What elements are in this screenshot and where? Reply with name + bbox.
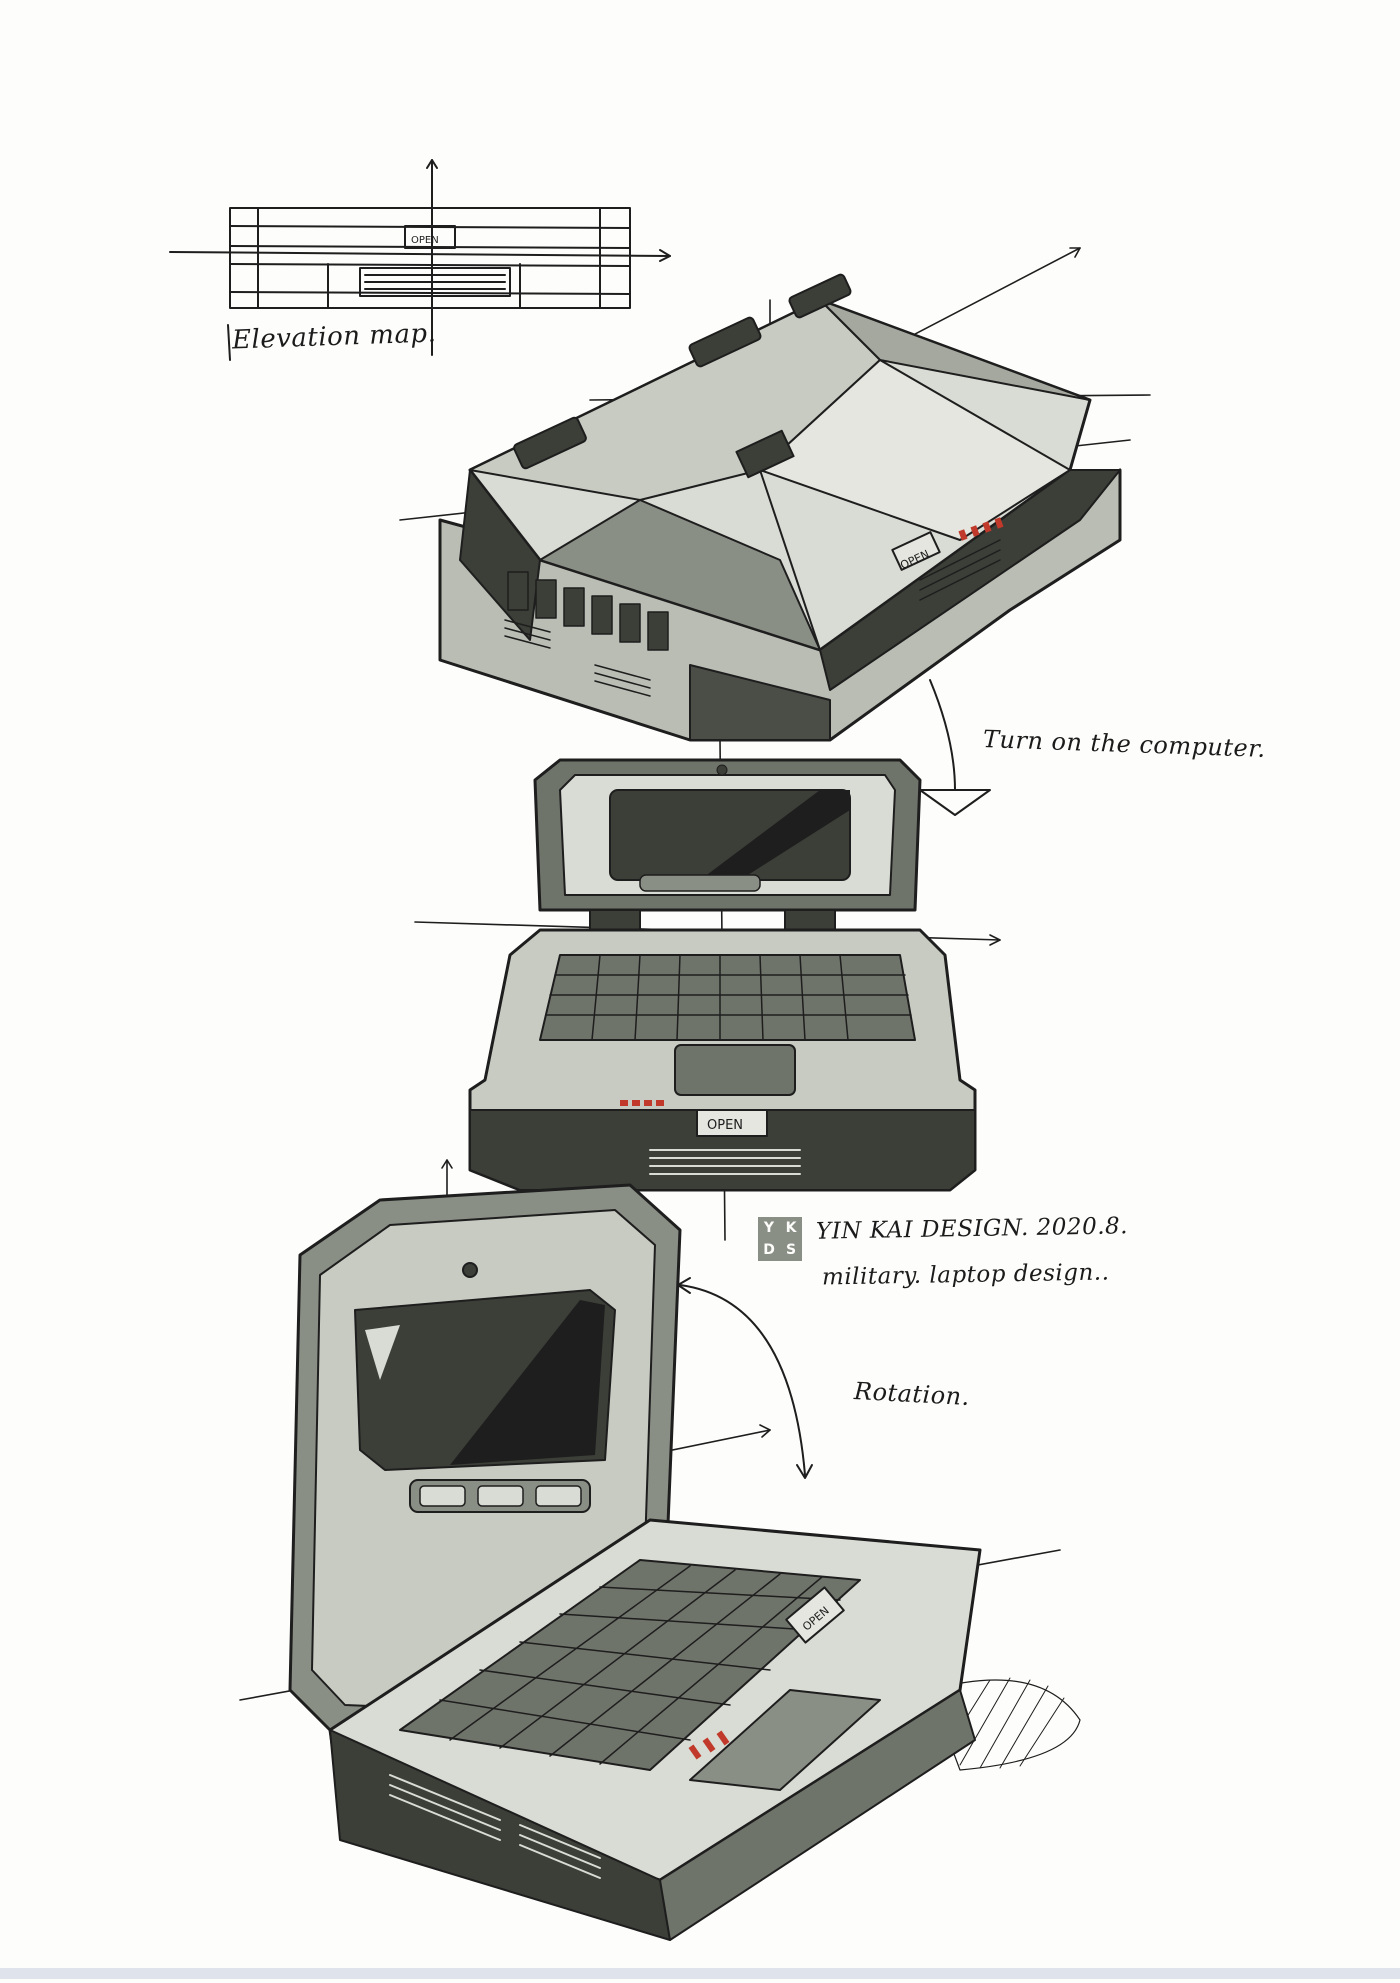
logo-letter: S	[785, 1242, 797, 1258]
elevation-open-label: OPEN	[411, 235, 439, 246]
logo-letter: Y	[763, 1220, 775, 1236]
rotation-arrow	[679, 1284, 806, 1476]
closed-laptop-drawing	[399, 247, 1151, 742]
project-description: military. laptop design..	[821, 1259, 1110, 1291]
three-quarter-laptop-drawing	[239, 1159, 1081, 1941]
front-view-laptop-drawing	[414, 739, 1001, 1241]
logo-letter: K	[785, 1220, 797, 1236]
designer-logo: Y K D S	[758, 1217, 802, 1261]
elevation-map-drawing	[169, 159, 671, 361]
turn-on-arrow	[919, 679, 991, 816]
scan-edge	[0, 1968, 1400, 1979]
designer-credit: YIN KAI DESIGN. 2020.8.	[815, 1213, 1129, 1245]
front-view-open-label: OPEN	[707, 1118, 743, 1133]
logo-letter: D	[763, 1242, 775, 1258]
rotation-caption: Rotation.	[853, 1376, 971, 1412]
